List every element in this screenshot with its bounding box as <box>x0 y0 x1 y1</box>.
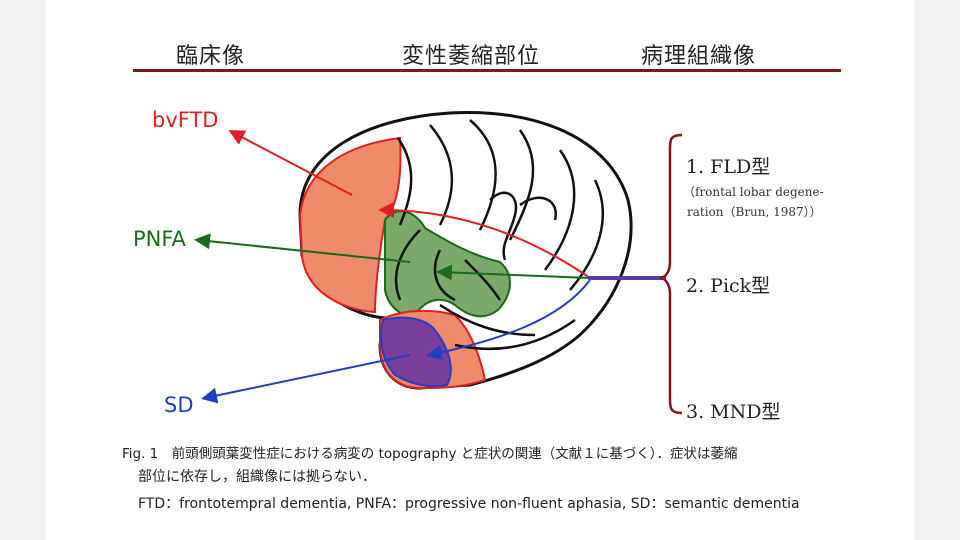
type-fld-note-2: ration（Brun, 1987）） <box>687 203 822 222</box>
type-fld: 1. FLD型 <box>686 152 770 179</box>
type-mnd: 3. MND型 <box>686 397 780 424</box>
sd-arrow <box>205 355 410 398</box>
type-fld-note-1: （frontal lobar degene- <box>683 183 824 202</box>
label-sd: SD <box>164 393 194 417</box>
caption-line-2: 部位に依存し，組織像には拠らない． <box>138 466 376 486</box>
label-bvftd: bvFTD <box>152 108 218 132</box>
type-pick: 2. Pick型 <box>686 271 770 298</box>
classification-bracket <box>660 135 682 413</box>
label-pnfa: PNFA <box>133 227 186 251</box>
caption-line-3: FTD：frontotempral dementia, PNFA：progres… <box>138 493 800 513</box>
caption-line-1: Fig. 1 前頭側頭葉変性症における病変の topography と症状の関連… <box>122 442 738 462</box>
